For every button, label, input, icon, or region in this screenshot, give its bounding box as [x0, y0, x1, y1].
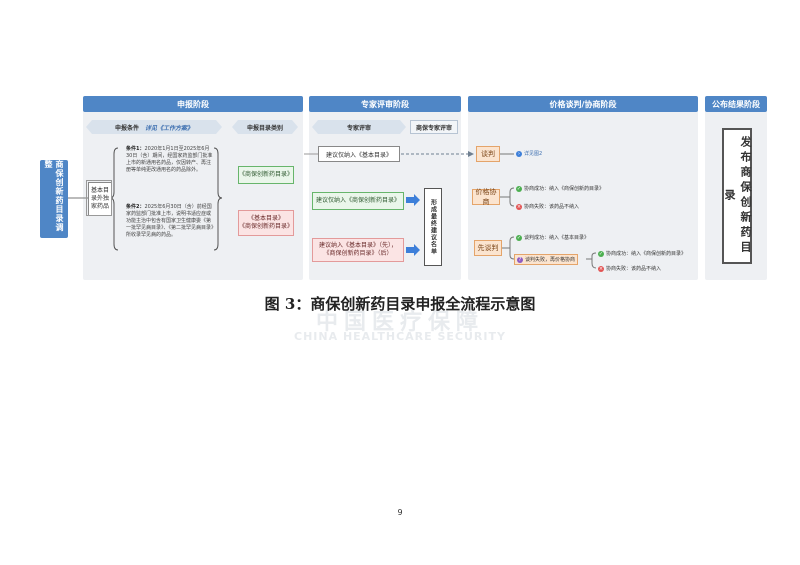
price-stage-panel [468, 96, 698, 280]
suggest-commercial-box: 建议仅纳入《商保创新药目录》 [312, 192, 404, 210]
stage-header-publish: 公布结果阶段 [705, 96, 767, 112]
negotiate-consult-success: ✓协商成功：纳入《商保创新药目录》 [598, 250, 686, 257]
consult-fail: ×协商失败：该药品不纳入 [516, 203, 579, 210]
sub-header-commercial-review: 商保专家评审 [410, 120, 458, 134]
condition-1-text: 2020年1月1日至2025年6月30日（含）期间，经国家药监部门批准上市的新通… [126, 146, 213, 173]
category-commercial-label: 《商保创新药目录》 [239, 171, 294, 178]
first-negotiate-box: 先谈判 [474, 240, 502, 256]
figure-caption: 图 3：商保创新药目录申报全流程示意图 [264, 295, 536, 313]
negotiate-success-text: 谈判成功：纳入《基本目录》 [524, 235, 590, 241]
category-commercial-label-2: 《商保创新药目录》 [239, 223, 294, 230]
check-icon: ✓ [516, 185, 522, 192]
page-number: 9 [397, 508, 403, 517]
negotiate-note: ›详见图2 [516, 150, 542, 157]
drug-type-box-outer [86, 180, 112, 216]
negotiate-consult-fail-text: 协商失败：该药品不纳入 [606, 266, 662, 272]
check-icon: ✓ [516, 234, 522, 241]
negotiate-consult-fail: ×协商失败：该药品不纳入 [598, 265, 661, 272]
suggest-both-line1: 建议纳入《基本目录》（先）， [318, 242, 397, 249]
stage-header-expert: 专家评审阶段 [309, 96, 461, 112]
negotiate-box: 谈判 [476, 146, 500, 162]
negotiate-consult-success-text: 协商成功：纳入《商保创新药目录》 [606, 251, 687, 257]
suggest-both-box: 建议纳入《基本目录》（先）， 《商保创新药目录》（后） [312, 238, 404, 262]
question-icon: ? [517, 256, 523, 263]
condition-2-text: 2025年6月30日（含）前经国家药监部门批准上市，说明书适应症或功能主治中包含… [126, 204, 214, 238]
negotiate-fail: ?谈判失败，再价格协商 [514, 254, 579, 265]
category-commercial-box: 《商保创新药目录》 [238, 166, 294, 184]
condition-2: 条件2：2025年6月30日（含）前经国家药监部门批准上市，说明书适应症或功能主… [126, 204, 214, 239]
left-title-box: 商保创新药目录调整 [40, 160, 68, 238]
check-icon: ✓ [598, 250, 604, 257]
consult-success: ✓协商成功：纳入《商保创新药目录》 [516, 185, 604, 192]
arrow-right-icon: › [516, 150, 522, 157]
stage-header-apply: 申报阶段 [83, 96, 303, 112]
category-both-box: 《基本目录》 《商保创新药目录》 [238, 210, 294, 236]
consult-success-text: 协商成功：纳入《商保创新药目录》 [524, 186, 605, 192]
negotiate-success: ✓谈判成功：纳入《基本目录》 [516, 234, 589, 241]
suggest-basic-box: 建议仅纳入《基本目录》 [318, 146, 400, 162]
stage-header-price: 价格谈判/协商阶段 [468, 96, 698, 112]
drug-type-box: 基本目录外独家药品 [88, 182, 112, 216]
condition-1: 条件1：2020年1月1日至2025年6月30日（含）期间，经国家药监部门批准上… [126, 146, 214, 174]
watermark-en: CHINA HEALTHCARE SECURITY [294, 330, 506, 343]
conditions-link[interactable]: 详见《工作方案》 [145, 124, 194, 132]
sub-header-conditions: 申报条件 详见《工作方案》 [86, 120, 222, 134]
cross-icon: × [598, 265, 604, 272]
negotiate-note-text[interactable]: 详见图2 [524, 151, 543, 157]
consult-box: 价格协商 [472, 188, 500, 206]
publish-result-box: 发布商保创新药目录 [722, 128, 752, 264]
category-basic-label: 《基本目录》 [247, 215, 284, 222]
sub-header-category: 申报目录类别 [232, 120, 298, 134]
condition-2-head: 条件2： [126, 204, 145, 210]
sub-header-review: 专家评审 [312, 120, 406, 134]
condition-1-head: 条件1： [126, 146, 145, 152]
suggest-both-line2: 《商保创新药目录》（后） [323, 250, 393, 257]
final-list-box: 形成最终建议名单 [424, 188, 442, 266]
conditions-label: 申报条件 [114, 124, 139, 132]
consult-fail-text: 协商失败：该药品不纳入 [524, 204, 580, 210]
negotiate-fail-text: 谈判失败，再价格协商 [525, 257, 576, 263]
cross-icon: × [516, 203, 522, 210]
